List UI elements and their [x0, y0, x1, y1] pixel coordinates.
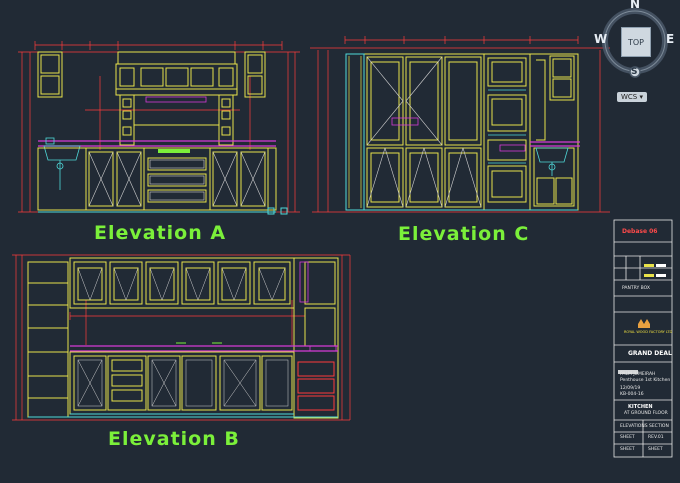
company-name: ROYAL WOOD FACTORY LTD	[624, 330, 673, 334]
title-field-4: SHEET	[648, 447, 663, 452]
title-field-2: REV.01	[648, 435, 664, 440]
elevation-c-drawing	[310, 36, 610, 213]
viewcube-west-button[interactable]: W	[594, 32, 608, 46]
title-field-3: SHEET	[620, 447, 635, 452]
title-block-frame	[613, 219, 673, 458]
client-line-2: Penthouse 1st Kitchen	[620, 378, 671, 383]
viewcube-top-face[interactable]: TOP	[621, 27, 651, 57]
sheet-title-2: AT GROUND FLOOR	[624, 411, 668, 416]
elevation-b-dimensions	[12, 254, 351, 421]
title-field-1: SHEET	[620, 435, 635, 440]
viewcube-south-button[interactable]: S	[631, 67, 638, 77]
viewcube-north-button[interactable]: N	[630, 0, 641, 11]
elevation-a-label: Elevation A	[94, 222, 227, 244]
sheet-title-1: KITCHEN	[628, 404, 653, 410]
drawing-number: KB-004-16	[620, 392, 644, 397]
wcs-label: WCS	[621, 93, 638, 101]
title-block-field: PANTRY BOX	[622, 286, 650, 291]
client-line-1: PALM JUMEIRAH	[620, 372, 656, 377]
elevation-b-drawing	[12, 254, 351, 421]
title-block-accents	[618, 264, 666, 374]
chevron-down-icon: ▾	[639, 93, 644, 101]
elevation-c-dimensions	[310, 36, 610, 213]
sheet-subtitle: ELEVATIONS SECTION	[620, 424, 669, 429]
project-name: GRAND DEAL	[628, 350, 672, 357]
issue-date: 12/09/19	[620, 386, 641, 391]
viewcube-south-marker	[629, 66, 641, 78]
elevation-a-drawing	[18, 41, 300, 215]
drawing-reference: Debase 06	[622, 228, 658, 235]
viewcube-east-button[interactable]: E	[666, 32, 675, 46]
elevation-b-label: Elevation B	[108, 428, 240, 450]
elevation-c-label: Elevation C	[398, 223, 530, 245]
wcs-menu-button[interactable]: WCS ▾	[617, 92, 648, 102]
